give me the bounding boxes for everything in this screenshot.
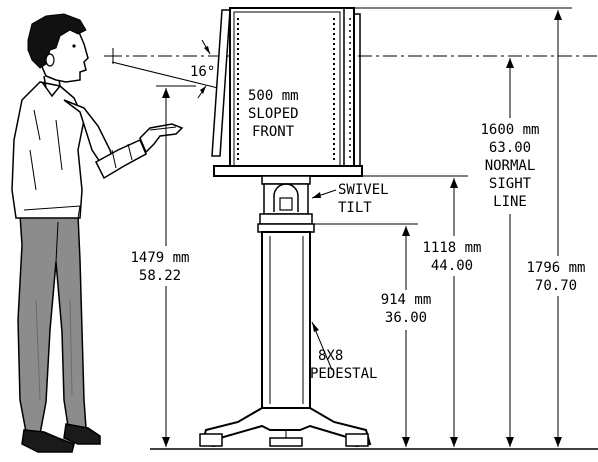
front-label-front: FRONT	[252, 124, 295, 140]
swivel-bottom-plate	[259, 213, 313, 225]
sleeve-folds	[111, 143, 133, 169]
hand-label-bg	[118, 246, 202, 286]
sloped-sight-line	[111, 61, 219, 89]
swivel-dim-label-bg	[412, 236, 494, 276]
standing-person-figure	[11, 13, 184, 453]
front-label-mm: 500 mm	[248, 88, 299, 104]
person-shoe-back	[21, 429, 75, 453]
sight-label-bg	[470, 118, 554, 214]
hand-height-in: 58.22	[139, 268, 181, 284]
person-ear	[45, 53, 55, 67]
dimension-sight-line: 1600 mm 63.00 NORMAL SIGHT LINE	[470, 58, 554, 447]
angle-arrow-bottom	[200, 86, 206, 94]
overall-height-mm: 1796 mm	[526, 260, 585, 276]
dimension-hand-height: 1479 mm 58.22	[118, 85, 202, 447]
front-label-sloped: SLOPED	[248, 106, 299, 122]
sight-label-sight: SIGHT	[489, 176, 532, 192]
belt-line	[23, 205, 81, 219]
angle-label: 16°	[190, 64, 215, 80]
person-hand	[139, 123, 184, 154]
overall-label-bg	[516, 256, 598, 296]
dimension-overall-height: 1796 mm 70.70	[354, 7, 598, 447]
tilt-arch	[273, 183, 299, 212]
swivel-height-mm: 1118 mm	[422, 240, 481, 256]
dimension-swivel-height: 1118 mm 44.00	[362, 175, 494, 447]
dimension-pillar-height: 914 mm 36.00	[314, 223, 446, 447]
pillar-height-mm: 914 mm	[381, 292, 432, 308]
monitor-cabinet: 500 mm SLOPED FRONT	[211, 7, 363, 177]
sight-height-in: 63.00	[489, 140, 531, 156]
person-eye	[72, 44, 76, 48]
sight-label-line: LINE	[493, 194, 527, 210]
pedestal-collar	[257, 223, 315, 233]
foot-right	[345, 433, 369, 447]
swivel-top-plate	[261, 175, 311, 185]
person-hair	[27, 13, 87, 69]
overall-height-in: 70.70	[535, 278, 577, 294]
swivel-tilt-mount: SWIVEL TILT	[259, 175, 389, 225]
sight-height-mm: 1600 mm	[480, 122, 539, 138]
pillar-label-bg	[366, 290, 446, 330]
swivel-arrow	[312, 192, 321, 198]
monitor-base-plate	[213, 165, 363, 177]
person-forearm	[95, 139, 147, 180]
shirt-folds	[29, 109, 63, 191]
swivel-label: SWIVEL	[338, 182, 389, 198]
sight-label-normal: NORMAL	[485, 158, 536, 174]
tilt-label: TILT	[338, 200, 372, 216]
pedestal-size-label: 8X8	[318, 348, 343, 364]
hand-height-mm: 1479 mm	[130, 250, 189, 266]
foot-center-pad	[269, 437, 303, 447]
foot-left	[199, 433, 223, 447]
pants-crease	[55, 221, 59, 263]
angle-arrow-top	[204, 46, 210, 54]
person-shirt	[11, 81, 85, 219]
tilt-knob	[279, 197, 293, 211]
pillar-height-in: 36.00	[385, 310, 427, 326]
sloped-front-panel	[211, 9, 231, 157]
person-shoe-front	[63, 423, 101, 445]
pants-shading	[35, 299, 73, 401]
pedestal-label: PEDESTAL	[310, 366, 377, 382]
pedestal-arrow	[312, 322, 319, 332]
swivel-height-in: 44.00	[431, 258, 473, 274]
pedestal: 8X8 PEDESTAL	[199, 223, 377, 448]
person-pants	[17, 214, 87, 435]
angle-callout: 16°	[190, 39, 215, 99]
